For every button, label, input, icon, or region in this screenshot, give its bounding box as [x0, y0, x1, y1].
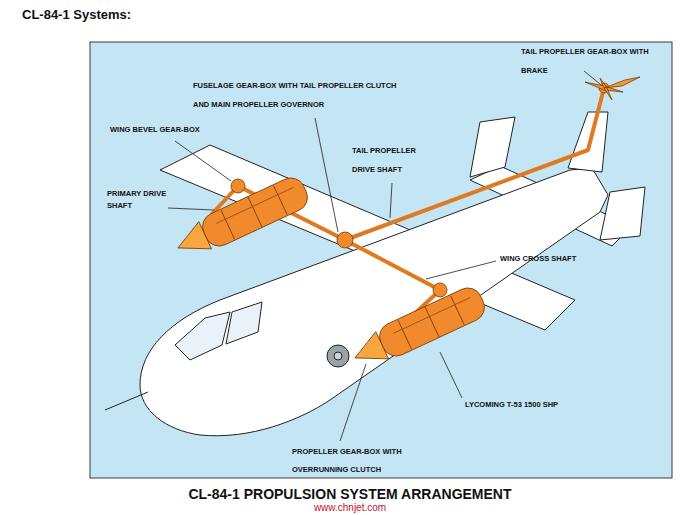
tail-propeller-blade: [600, 78, 612, 100]
tail-propeller-pylon: [568, 112, 608, 172]
part-label-holder: PROPELLER GEAR-BOX WITH OVERRUNNING CLUT…: [292, 443, 432, 479]
part-label: TAIL PROPELLER DRIVE SHAFT: [352, 141, 436, 179]
watermark: www.chnjet.com: [300, 502, 400, 514]
part-label: LYCOMING T-53 1500 SHP: [465, 396, 615, 414]
part-label-holder: WING BEVEL GEAR-BOX: [110, 120, 260, 139]
part-label-holder: PRIMARY DRIVE SHAFT: [107, 188, 169, 212]
part-label-holder: FUSELAGE GEAR-BOX WITH TAIL PROPELLER CL…: [193, 76, 405, 114]
leader-line: [168, 208, 214, 210]
gear-box: [433, 283, 447, 297]
page-title-holder: CL-84-1 Systems:: [22, 7, 131, 23]
cockpit-window: [226, 302, 262, 344]
tail-propeller-blade: [604, 77, 640, 88]
leader-line: [315, 118, 338, 232]
leader-line: [340, 364, 366, 441]
page-title: CL-84-1 Systems:: [22, 7, 131, 23]
part-label: TAIL PROPELLER GEAR-BOX WITH BRAKE: [521, 42, 656, 80]
engine: [348, 283, 489, 373]
part-label-holder: LYCOMING T-53 1500 SHP: [465, 396, 615, 414]
part-label: WING BEVEL GEAR-BOX: [110, 120, 260, 139]
part-label-holder: TAIL PROPELLER DRIVE SHAFT: [352, 141, 436, 179]
fuselage: [140, 168, 608, 436]
gear-box: [337, 232, 353, 248]
landing-wheel: [327, 345, 349, 367]
watermark-holder: www.chnjet.com: [300, 502, 400, 514]
leader-line: [584, 71, 600, 84]
cockpit-window: [175, 312, 230, 360]
part-label: PRIMARY DRIVE SHAFT: [107, 188, 169, 212]
background-panel: [90, 42, 672, 478]
figure-caption: CL-84-1 PROPULSION SYSTEM ARRANGEMENT: [0, 486, 700, 502]
leader-line: [440, 352, 462, 398]
engine: [171, 173, 312, 263]
leader-line: [426, 261, 496, 279]
part-label-holder: WING CROSS SHAFT: [500, 252, 610, 266]
leader-line: [175, 141, 231, 181]
part-label: PROPELLER GEAR-BOX WITH OVERRUNNING CLUT…: [292, 443, 432, 479]
part-label-holder: TAIL PROPELLER GEAR-BOX WITH BRAKE: [521, 42, 656, 80]
figure-caption-holder: CL-84-1 PROPULSION SYSTEM ARRANGEMENT: [0, 486, 700, 502]
gear-box: [231, 179, 245, 193]
nose-probe: [105, 392, 148, 410]
tail-fin: [470, 117, 515, 177]
landing-wheel: [334, 352, 342, 360]
part-label: FUSELAGE GEAR-BOX WITH TAIL PROPELLER CL…: [193, 76, 405, 114]
leader-line: [390, 183, 392, 218]
tail-drive-shaft: [345, 92, 603, 240]
part-label: WING CROSS SHAFT: [500, 252, 610, 266]
